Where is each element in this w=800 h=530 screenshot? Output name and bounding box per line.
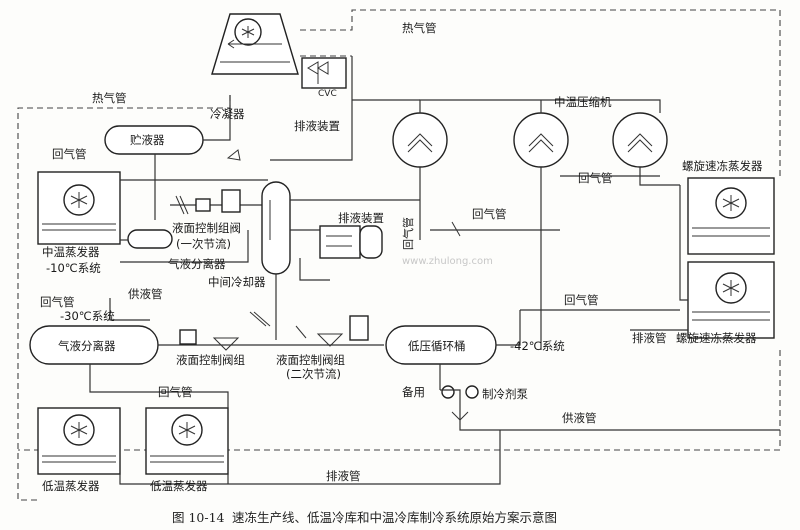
low-temp-evaporator-2 bbox=[145, 407, 229, 475]
label-mid-temp-system: -10℃系统 bbox=[46, 261, 101, 275]
figure-caption: 图 10-14 速冻生产线、低温冷库和中温冷库制冷系统原始方案示意图 bbox=[172, 510, 557, 525]
label-drain-device-mid: 排液装置 bbox=[338, 211, 384, 225]
label-system-minus42: -42℃系统 bbox=[510, 339, 565, 353]
labels: 热气管 热气管 冷凝器 排液装置 CVC 中温压缩机 贮液器 回气管 中温蒸发器… bbox=[40, 21, 763, 493]
label-mid-temp-compressor: 中温压缩机 bbox=[554, 95, 612, 109]
condenser bbox=[211, 13, 299, 75]
label-low-pressure-drum: 低压循环桶 bbox=[408, 339, 466, 353]
label-drain-pipe-bottom: 排液管 bbox=[326, 469, 361, 483]
receiver bbox=[104, 95, 231, 220]
low-temp-evaporator-1 bbox=[37, 407, 121, 475]
mid-temp-compressors bbox=[270, 56, 680, 350]
caption-text: 速冻生产线、低温冷库和中温冷库制冷系统原始方案示意图 bbox=[232, 510, 557, 525]
label-supply-pipe-2: 供液管 bbox=[562, 411, 597, 425]
label-return-pipe-4: 回气管 bbox=[40, 295, 75, 309]
cvc-valve bbox=[301, 57, 347, 89]
bottom-pipes bbox=[89, 298, 501, 485]
label-supply-pipe-1: 供液管 bbox=[128, 287, 163, 301]
label-system-minus30: -30℃系统 bbox=[60, 309, 115, 323]
low-pressure-drum bbox=[385, 310, 521, 390]
label-gas-liquid-separator-1: 气液分离器 bbox=[168, 257, 226, 271]
spiral-evaporator-1 bbox=[687, 177, 775, 255]
caption-figure-no: 图 10-14 bbox=[172, 510, 225, 525]
mid-temp-evaporator bbox=[37, 171, 268, 245]
label-level-ctrl-group-2a: 液面控制阀组 bbox=[276, 353, 345, 367]
label-level-ctrl-valve-1b: (一次节流) bbox=[176, 237, 231, 251]
label-refrigerant-pump: 制冷剂泵 bbox=[482, 387, 528, 401]
hot-gas-pipes bbox=[17, 9, 781, 501]
label-return-pipe-3: 回气管 bbox=[578, 171, 613, 185]
gas-liquid-separator-2 bbox=[29, 325, 384, 365]
label-receiver: 贮液器 bbox=[130, 133, 165, 147]
label-drain-pipe-right: 排液管 bbox=[632, 331, 667, 345]
label-return-pipe-vertical: 回气管 bbox=[401, 217, 415, 250]
watermark: www.zhulong.com bbox=[402, 256, 493, 267]
drain-device-mid bbox=[299, 225, 383, 281]
spiral-return-link bbox=[679, 185, 688, 301]
label-spiral-evaporator-1: 螺旋速冻蒸发器 bbox=[682, 159, 763, 173]
label-intercooler: 中间冷却器 bbox=[208, 275, 266, 289]
intercooler bbox=[261, 181, 420, 340]
spiral-evaporator-2 bbox=[687, 261, 775, 339]
label-return-pipe-6: 回气管 bbox=[158, 385, 193, 399]
label-return-pipe-1: 回气管 bbox=[52, 147, 87, 161]
return-pipes-mid bbox=[430, 175, 660, 237]
label-spiral-evaporator-2: 螺旋速冻蒸发器 bbox=[676, 331, 757, 345]
label-standby: 备用 bbox=[402, 385, 425, 399]
label-level-ctrl-valve-1a: 液面控制组阀 bbox=[172, 221, 241, 235]
label-level-ctrl-group-2b: (二次节流) bbox=[286, 367, 341, 381]
label-gas-liquid-separator-2: 气液分离器 bbox=[58, 339, 116, 353]
label-level-ctrl-group-1: 液面控制阀组 bbox=[176, 353, 245, 367]
gas-liquid-separator-1 bbox=[120, 229, 249, 263]
label-cvc: CVC bbox=[318, 89, 337, 99]
label-return-pipe-2: 回气管 bbox=[472, 207, 507, 221]
level-control-valve-1 bbox=[170, 149, 262, 215]
label-condenser: 冷凝器 bbox=[210, 107, 245, 121]
pumps bbox=[440, 385, 780, 431]
label-return-pipe-5: 回气管 bbox=[564, 293, 599, 307]
label-drain-device-top: 排液装置 bbox=[294, 119, 340, 133]
label-mid-temp-evaporator: 中温蒸发器 bbox=[42, 245, 100, 259]
level-control-groups bbox=[179, 311, 369, 351]
label-hot-gas-left: 热气管 bbox=[92, 91, 127, 105]
label-low-temp-evaporator-2: 低温蒸发器 bbox=[150, 479, 208, 493]
label-low-temp-evaporator-1: 低温蒸发器 bbox=[42, 479, 100, 493]
label-hot-gas-top: 热气管 bbox=[402, 21, 437, 35]
